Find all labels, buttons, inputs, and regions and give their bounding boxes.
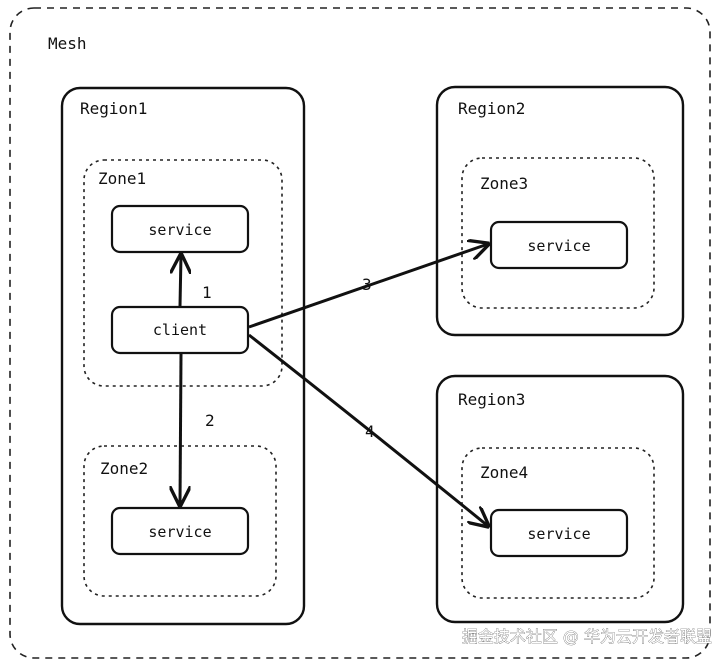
edge-3: 3: [248, 244, 488, 329]
client-node-label: client: [153, 321, 207, 339]
service-node-zone1: service: [110, 204, 250, 254]
mesh-label: Mesh: [48, 34, 87, 53]
mesh-boundary: [9, 7, 711, 659]
zone1-label: Zone1: [98, 169, 146, 188]
edge-2: 2: [180, 353, 215, 505]
zone2-label: Zone2: [100, 459, 148, 478]
zone3-box: [461, 157, 655, 309]
region1-box: [60, 86, 306, 626]
watermark: 掘金技术社区 @ 华为云开发者联盟: [462, 627, 712, 646]
edge-1: 1: [180, 255, 212, 307]
service-node-label: service: [527, 525, 590, 543]
edge-1-label: 1: [202, 283, 212, 302]
client-node: client: [110, 305, 250, 355]
edge-4: 4: [248, 333, 488, 526]
zone3-label: Zone3: [480, 174, 528, 193]
zone4-label: Zone4: [480, 463, 528, 482]
service-node-label: service: [148, 523, 211, 541]
zone4-box: [461, 447, 655, 599]
service-node-zone2: service: [110, 506, 250, 556]
zone1-box: [83, 159, 283, 387]
edge-2-label: 2: [205, 411, 215, 430]
service-node-label: service: [527, 237, 590, 255]
region2-box: [435, 85, 685, 337]
region3-label: Region3: [458, 390, 525, 409]
zone2-box: [83, 445, 277, 597]
region2-label: Region2: [458, 99, 525, 118]
service-node-zone3: service: [489, 220, 629, 270]
region1-label: Region1: [80, 99, 147, 118]
edge-4-label: 4: [365, 422, 375, 441]
service-node-label: service: [148, 221, 211, 239]
service-node-zone4: service: [489, 508, 629, 558]
region3-box: [435, 374, 685, 624]
edge-3-label: 3: [362, 275, 372, 294]
